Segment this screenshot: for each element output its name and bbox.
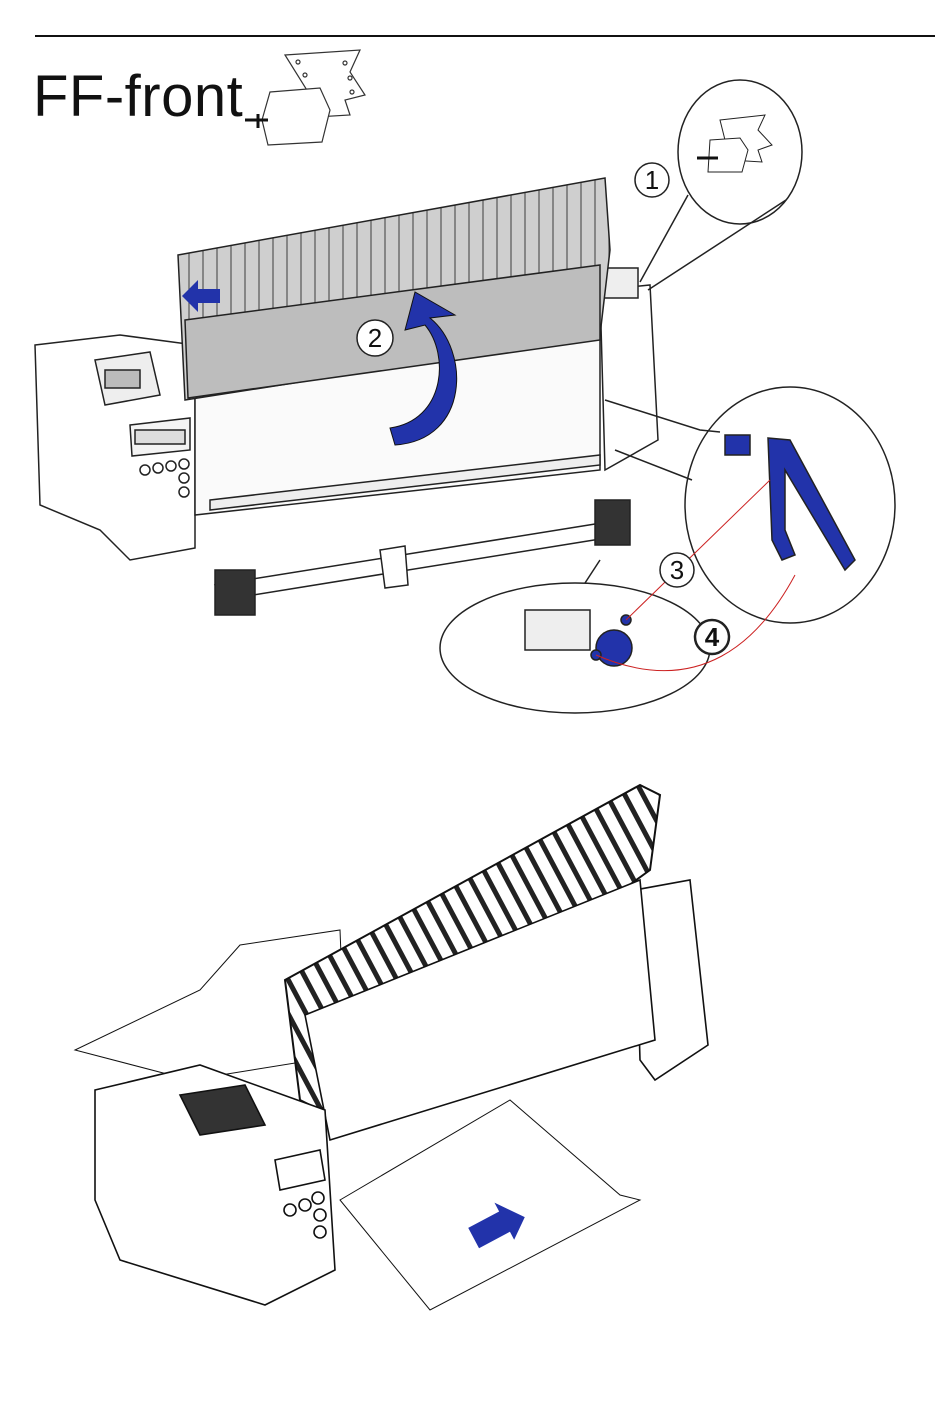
- step-2-label: 2: [368, 323, 382, 353]
- step-4-label: 4: [705, 622, 720, 652]
- step-1-label: 1: [645, 165, 659, 195]
- step-1-badge: 1: [635, 163, 669, 197]
- printer-paper-feed: [75, 785, 708, 1310]
- step-2-badge: 2: [357, 320, 393, 356]
- printer-open-cover: [35, 178, 658, 615]
- step-3-label: 3: [670, 555, 684, 585]
- paper-path-icon: [245, 50, 365, 145]
- step-3-badge: 3: [660, 553, 694, 587]
- step-4-badge: 4: [695, 620, 729, 654]
